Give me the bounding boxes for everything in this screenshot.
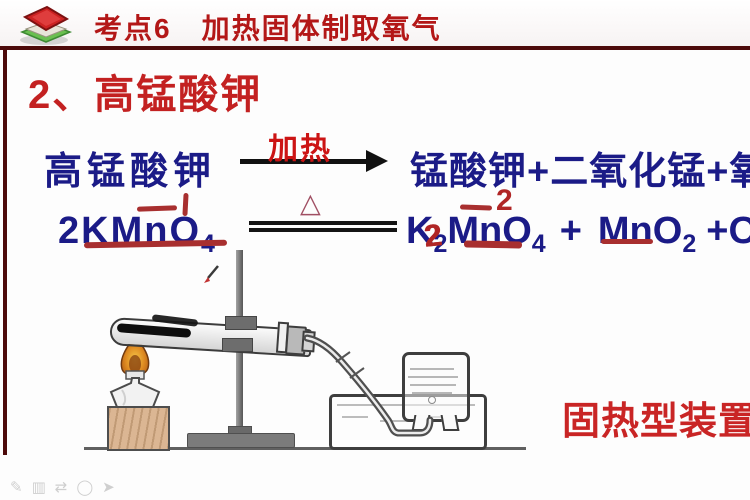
ellipse-tool-icon[interactable]: ◯: [76, 478, 94, 496]
trough-water-mark: [342, 416, 368, 418]
equals-line-top: [249, 221, 397, 225]
reaction-arrow: [240, 159, 368, 164]
iron-stand-base: [187, 433, 295, 448]
pointer-tool-icon[interactable]: ➤: [102, 478, 115, 496]
equation-tail: +O: [706, 210, 750, 252]
clamp-upper-jaw: [225, 316, 257, 330]
equals-line-bottom: [249, 228, 397, 232]
rhs2-subscript: 2: [682, 230, 697, 258]
bottle-water-line: [410, 368, 454, 370]
word-equation-products: 锰酸钾+二氧化锰+氧气: [410, 151, 750, 193]
left-border-rule: [3, 50, 7, 455]
plus-sign: +: [559, 210, 582, 252]
house-logo-icon: [19, 5, 73, 45]
delta-heating-symbol: △: [300, 188, 321, 218]
rhs-k: K: [406, 210, 434, 252]
header-bar: [0, 0, 750, 46]
arrows-tool-icon[interactable]: ⇄: [54, 478, 68, 496]
annotation-underline-rhs2: [601, 239, 653, 244]
trough-water-mark: [380, 420, 410, 422]
rhs-k-subscript: 2: [433, 230, 448, 258]
bottle-water-line: [412, 392, 452, 394]
bottle-water-line: [410, 384, 456, 386]
section-title: 2、高锰酸钾: [28, 73, 263, 117]
pen-tool-icon[interactable]: ✎: [10, 478, 23, 496]
rhs-mno-subscript: 4: [531, 230, 546, 258]
lines-tool-icon[interactable]: ▥: [31, 478, 46, 496]
annotation-dash-rhs: [459, 204, 493, 211]
bottle-water-line: [408, 376, 458, 378]
lamp-body: [109, 377, 161, 408]
header-divider: [0, 46, 750, 50]
diagram-caption: 固热型装置: [562, 401, 750, 443]
pen-cursor-icon: [204, 265, 219, 283]
page-title: 考点6 加热固体制取氧气: [94, 13, 442, 44]
gas-collecting-bottle: [402, 352, 470, 422]
word-equation-reactant: 高锰酸钾: [44, 151, 217, 193]
gas-bubble: [428, 396, 436, 404]
table-line: [84, 447, 526, 450]
clamp-lower-jaw: [222, 338, 253, 352]
annotation-oxidation-two: 2: [496, 184, 513, 217]
reaction-arrow-head: [366, 150, 388, 172]
annotation-toolbar: ✎ ▥ ⇄ ◯ ➤: [10, 478, 115, 496]
delivery-tube: [303, 334, 434, 437]
rhs2-formula: MnO: [597, 210, 683, 252]
annotation-underline-rhs1: [463, 240, 523, 249]
word-equation-condition: 加热: [268, 133, 332, 166]
